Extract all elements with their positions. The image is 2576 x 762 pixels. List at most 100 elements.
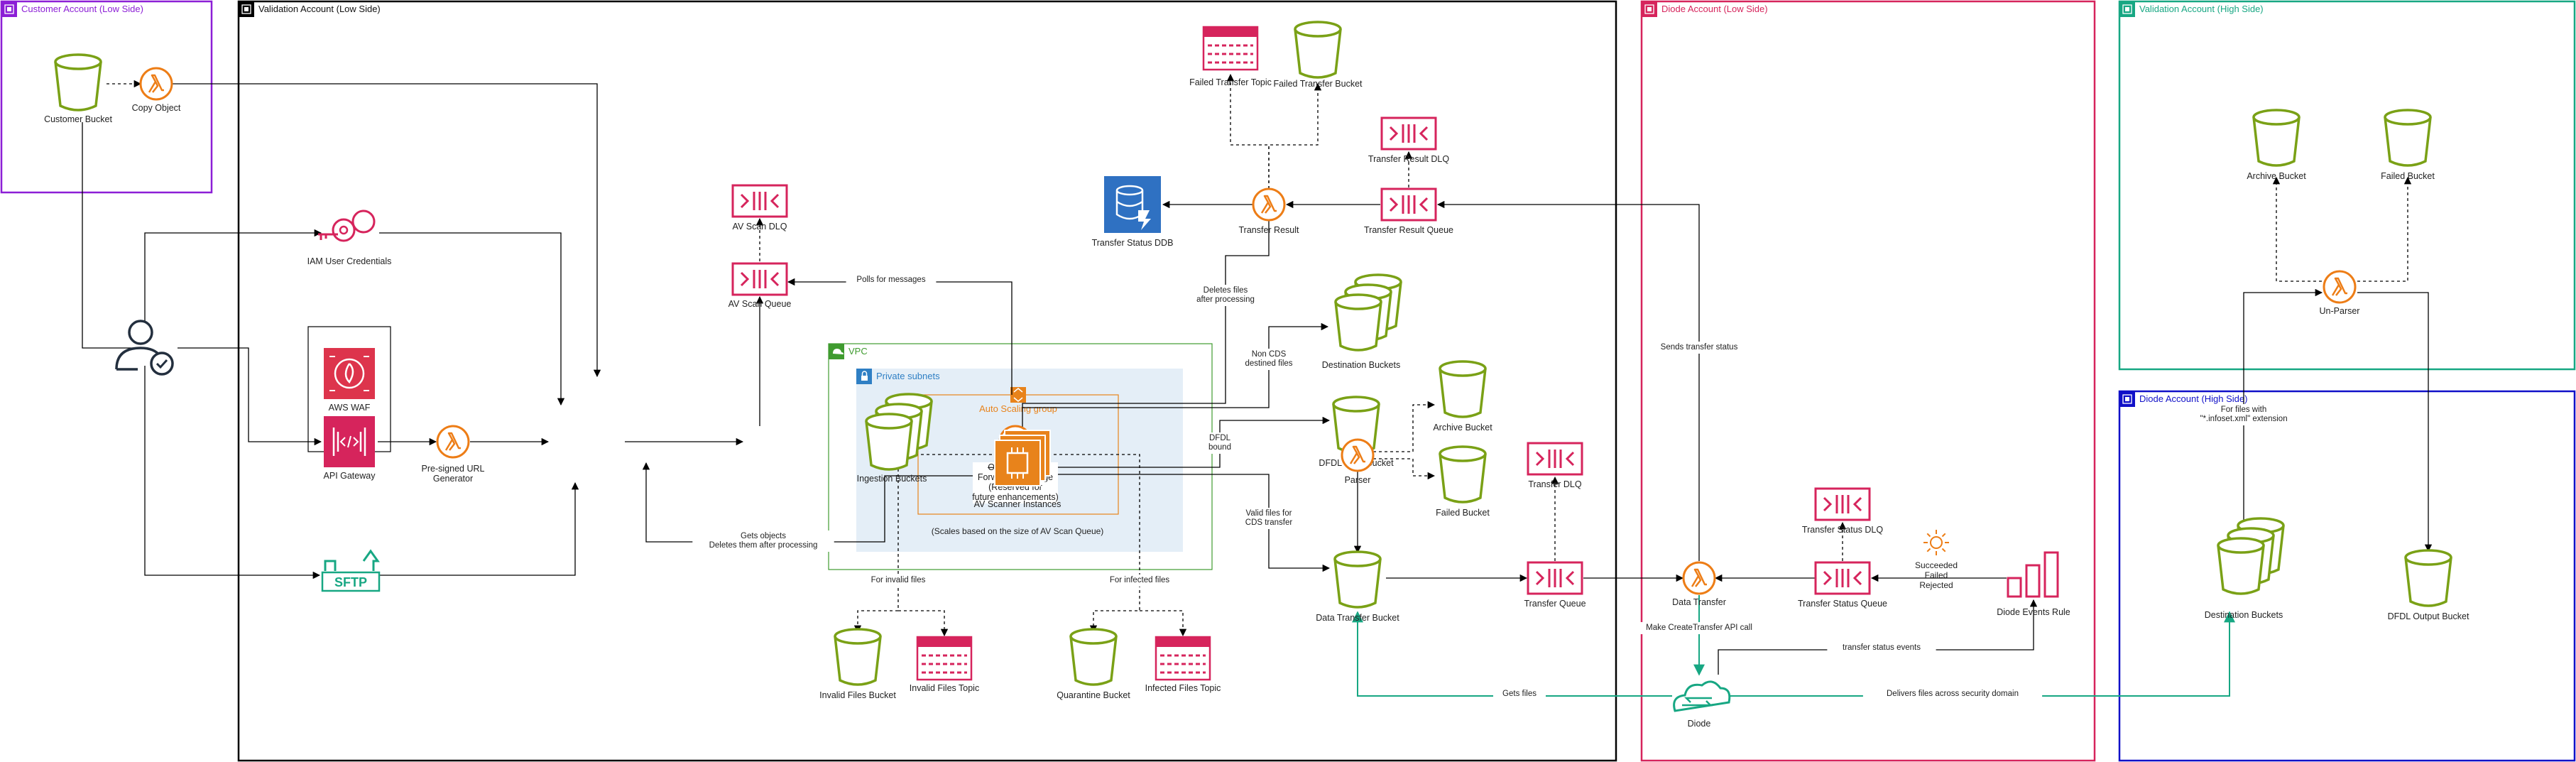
node-label: Transfer Result DLQ [1368, 154, 1449, 164]
container-label: VPC [848, 346, 868, 356]
node-failed-bucket-high: Failed Bucket [2381, 109, 2435, 181]
account-icon [2119, 1, 2135, 17]
node-unparser: Un-Parser [2320, 270, 2359, 316]
node-archive-bucket-high: Archive Bucket [2247, 109, 2306, 181]
diode-icon [1673, 680, 1731, 712]
node-label: AWS WAF [329, 403, 371, 413]
sns-topic-icon [916, 636, 973, 681]
node-api-gateway: API Gateway [324, 416, 376, 481]
node-label: Quarantine Bucket [1057, 690, 1130, 700]
edge-label: Polls for messages [856, 276, 925, 284]
node-transfer-result-dlq: Transfer Result DLQ [1368, 116, 1449, 164]
node-failed-topic: Failed Transfer Topic [1189, 26, 1272, 87]
node-user [115, 320, 174, 376]
node-quarantine-bucket: Quarantine Bucket [1057, 628, 1130, 700]
edge-e-dest-unparser: For files with"*.infoset.xml" extension [2182, 288, 2323, 526]
s3-bucket-icon [2404, 549, 2452, 607]
edge-label: Sends transfer status [1661, 343, 1738, 352]
node-customer-bucket: Customer Bucket [44, 53, 112, 124]
s3-buckets-icon [865, 393, 933, 471]
node-sftp: SFTP [321, 549, 381, 592]
container-validation-high: Validation Account (High Side) [2118, 0, 2576, 371]
sqs-queue-icon [731, 184, 788, 218]
sns-topic-icon [1155, 636, 1211, 681]
node-label: Archive Bucket [2247, 171, 2306, 181]
node-transfer-status-queue: Transfer Status Queue [1798, 561, 1887, 609]
node-invalid-topic: Invalid Files Topic [910, 636, 979, 693]
free-text-layer: (Scales based on the size of AV Scan Que… [932, 526, 1958, 590]
node-label: Transfer Status DDB [1092, 238, 1174, 248]
edge-e-parser-failed [1373, 458, 1436, 480]
edge-e-user-cust [82, 122, 145, 349]
edge-e-diode-dtb: Gets files [1352, 611, 1672, 700]
account-icon [239, 1, 254, 17]
edge-label: For infected files [1110, 576, 1170, 584]
sqs-queue-icon [1380, 187, 1437, 222]
container-label: Diode Account (Low Side) [1661, 4, 1768, 14]
edge-e-unparser-dfdl-out [2357, 292, 2433, 553]
lambda-icon [1252, 187, 1286, 222]
node-label: API Gateway [324, 471, 376, 481]
lambda-icon [2323, 270, 2357, 304]
sftp-icon: SFTP [321, 549, 381, 592]
node-data-transfer-bucket: Data Transfer Bucket [1316, 550, 1399, 623]
s3-bucket-icon [1333, 550, 1382, 609]
node-label: Transfer DLQ [1528, 479, 1582, 489]
sqs-queue-icon [731, 262, 788, 296]
edge-e-diode-dest: Delivers files across security domain [1727, 611, 2235, 700]
container-diode-high: Diode Account (High Side) [2118, 390, 2576, 762]
node-invalid-bucket: Invalid Files Bucket [819, 628, 896, 700]
node-label: Archive Bucket [1433, 423, 1492, 432]
state-change-icon [1923, 530, 1949, 555]
node-destination-buckets-low: Destination Buckets [1322, 273, 1402, 370]
sftp-icon-text: SFTP [334, 575, 367, 589]
container-label: Auto Scaling group [979, 403, 1057, 414]
sqs-queue-icon [1814, 487, 1871, 521]
node-label: Infected Files Topic [1145, 683, 1221, 693]
node-dfdl-output-bucket: DFDL Output Bucket [2388, 549, 2469, 621]
edge-label: Gets files [1502, 690, 1537, 698]
node-label: Invalid Files Bucket [819, 690, 896, 700]
node-label: Failed Transfer Topic [1189, 77, 1272, 87]
sqs-queue-icon [1814, 561, 1871, 595]
edge-label: Make CreateTransfer API call [1646, 624, 1752, 632]
node-label: Data Transfer Bucket [1316, 613, 1399, 623]
api-gateway-icon [324, 416, 375, 467]
node-label: Transfer Queue [1524, 599, 1586, 609]
auto-scaling-icon [1010, 387, 1026, 403]
node-label: Failed Bucket [2381, 171, 2435, 181]
s3-bucket-icon [2252, 109, 2301, 167]
container-label: Validation Account (Low Side) [258, 4, 381, 14]
edge-label: For files with"*.infoset.xml" extension [2200, 406, 2287, 423]
node-copy-object: Copy Object [132, 67, 181, 113]
node-transfer-result-queue: Transfer Result Queue [1364, 187, 1453, 235]
lambda-icon [436, 425, 470, 459]
container-label: Validation Account (High Side) [2139, 4, 2264, 14]
edge-e-iam-ingest [379, 232, 565, 406]
node-waf: AWS WAF [324, 348, 375, 413]
node-label: IAM User Credentials [307, 256, 392, 266]
edge-e-user-iam [144, 229, 322, 334]
iam-credentials-icon [318, 209, 376, 242]
node-transfer-status-ddb: Transfer Status DDB [1092, 176, 1174, 248]
node-label: Transfer Result Queue [1364, 225, 1453, 235]
container-label: Diode Account (High Side) [2139, 393, 2247, 404]
container-vpc: VPC [828, 343, 1213, 570]
node-label: Failed Transfer Bucket [1273, 79, 1363, 89]
account-icon [1, 1, 17, 17]
scales-note: (Scales based on the size of AV Scan Que… [932, 526, 1104, 536]
s3-bucket-icon [1069, 628, 1118, 686]
node-label: AV Scanner Instances [974, 499, 1061, 509]
node-label: AV Scan DLQ [733, 222, 787, 232]
edge-label: transfer status events [1843, 643, 1921, 652]
